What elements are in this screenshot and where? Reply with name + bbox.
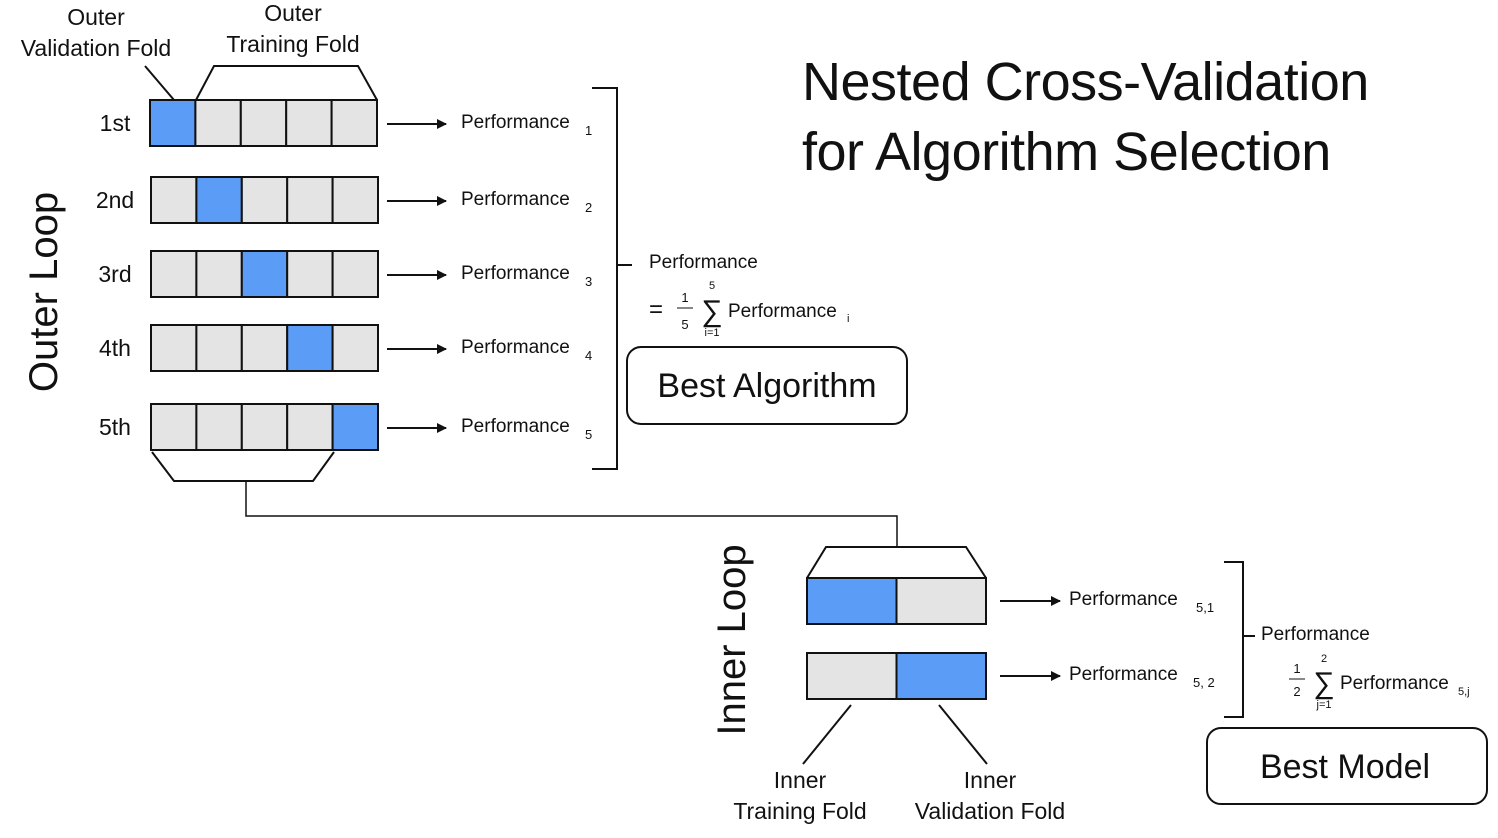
inner-validation-fold-label-2: Validation Fold — [915, 798, 1065, 824]
outer-row-performance: Performance — [461, 112, 570, 133]
inner-loop-label: Inner Loop — [710, 544, 754, 735]
inner-row-performance: Performance — [1069, 664, 1178, 685]
outer-summary-term-sub: i — [847, 313, 849, 325]
outer-row-label: 1st — [100, 110, 131, 136]
outer-validation-pointer — [144, 65, 175, 101]
inner-training-bracket — [806, 546, 987, 579]
best-algorithm-label: Best Algorithm — [657, 367, 876, 405]
outer-training-fold — [195, 403, 243, 451]
inner-summary-denominator: 2 — [1293, 684, 1300, 699]
inner-summary-term: Performance — [1340, 673, 1449, 694]
outer-validation-fold — [331, 403, 380, 451]
inner-summary-sum-upper: 2 — [1321, 653, 1327, 665]
outer-row-performance: Performance — [461, 189, 570, 210]
outer-training-bracket — [195, 65, 378, 101]
inner-validation-fold — [806, 577, 898, 625]
outer-training-fold — [240, 176, 289, 224]
outer-row-label: 3rd — [98, 261, 131, 287]
outer-training-fold — [195, 324, 243, 372]
inner-summary-sigma: ∑ — [1313, 667, 1334, 700]
outer-training-fold — [331, 324, 380, 372]
outer-training-fold — [331, 176, 380, 224]
outer-training-fold — [286, 176, 334, 224]
outer-row-label: 5th — [99, 414, 131, 440]
outer-row-performance-sub: 2 — [585, 200, 592, 215]
outer-training-fold — [331, 250, 380, 298]
outer-training-fold — [150, 176, 198, 224]
inner-summary-numerator: 1 — [1293, 661, 1300, 676]
outer-row-performance-sub: 4 — [585, 348, 592, 363]
title-line-2: for Algorithm Selection — [802, 122, 1331, 182]
outer-summary-label: Performance — [649, 252, 758, 273]
outer-training-fold — [286, 403, 334, 451]
inner-row-performance-sub: 5, 2 — [1193, 675, 1215, 690]
inner-row-performance: Performance — [1069, 589, 1178, 610]
outer-training-fold — [286, 250, 334, 298]
outer-row-performance-sub: 5 — [585, 427, 592, 442]
inner-summary-label: Performance — [1261, 624, 1370, 645]
outer-row-performance-sub: 3 — [585, 274, 592, 289]
outer-loop-label: Outer Loop — [22, 192, 66, 392]
outer-training-fold-label-2: Training Fold — [226, 31, 359, 57]
inner-summary-sum-lower: j=1 — [1316, 699, 1332, 711]
inner-training-fold — [806, 652, 898, 700]
outer-validation-fold — [240, 250, 289, 298]
outer-training-fold — [240, 403, 289, 451]
inner-summary-term-sub: 5,j — [1458, 686, 1470, 698]
outer-row-label: 4th — [99, 335, 131, 361]
inner-training-pointer — [802, 704, 852, 765]
outer-validation-fold — [195, 176, 243, 224]
outer-results-bracket — [592, 87, 618, 470]
outer-training-fold — [330, 99, 379, 147]
outer-validation-fold — [286, 324, 334, 372]
outer-fifth-training-bracket — [151, 451, 335, 482]
outer-validation-fold-label-1: Outer — [67, 4, 125, 30]
inner-training-fold — [895, 577, 987, 625]
outer-row-performance: Performance — [461, 263, 570, 284]
inner-training-fold-label-2: Training Fold — [733, 798, 866, 824]
outer-row-performance-sub: 1 — [585, 123, 592, 138]
best-algorithm-box — [626, 346, 908, 425]
outer-row-performance: Performance — [461, 337, 570, 358]
outer-summary-term: Performance — [728, 301, 837, 322]
outer-validation-fold-label-2: Validation Fold — [21, 35, 171, 61]
inner-validation-pointer — [938, 704, 988, 765]
best-model-label: Best Model — [1260, 748, 1430, 786]
inner-validation-fold-label-1: Inner — [964, 767, 1017, 793]
outer-summary-numerator: 1 — [681, 290, 688, 305]
best-model-box — [1206, 727, 1488, 805]
outer-summary-sum-lower: i=1 — [705, 327, 720, 339]
outer-training-fold — [194, 99, 242, 147]
outer-training-fold — [239, 99, 288, 147]
outer-row-performance: Performance — [461, 416, 570, 437]
inner-training-fold-label-1: Inner — [774, 767, 827, 793]
inner-results-bracket — [1224, 561, 1244, 718]
outer-validation-fold — [149, 99, 197, 147]
outer-training-fold — [240, 324, 289, 372]
outer-summary-equals: = — [649, 296, 663, 323]
outer-training-fold-label-1: Outer — [264, 0, 322, 26]
outer-row-label: 2nd — [96, 187, 134, 213]
outer-training-fold — [150, 324, 198, 372]
outer-summary-sum-upper: 5 — [709, 280, 715, 292]
outer-training-fold — [150, 250, 198, 298]
outer-to-inner-connector — [245, 481, 898, 547]
outer-training-fold — [285, 99, 333, 147]
outer-training-fold — [150, 403, 198, 451]
inner-validation-fold — [895, 652, 987, 700]
outer-training-fold — [195, 250, 243, 298]
outer-summary-denominator: 5 — [681, 317, 688, 332]
title-line-1: Nested Cross-Validation — [802, 52, 1369, 112]
outer-summary-sigma: ∑ — [701, 295, 722, 328]
inner-row-performance-sub: 5,1 — [1196, 600, 1214, 615]
